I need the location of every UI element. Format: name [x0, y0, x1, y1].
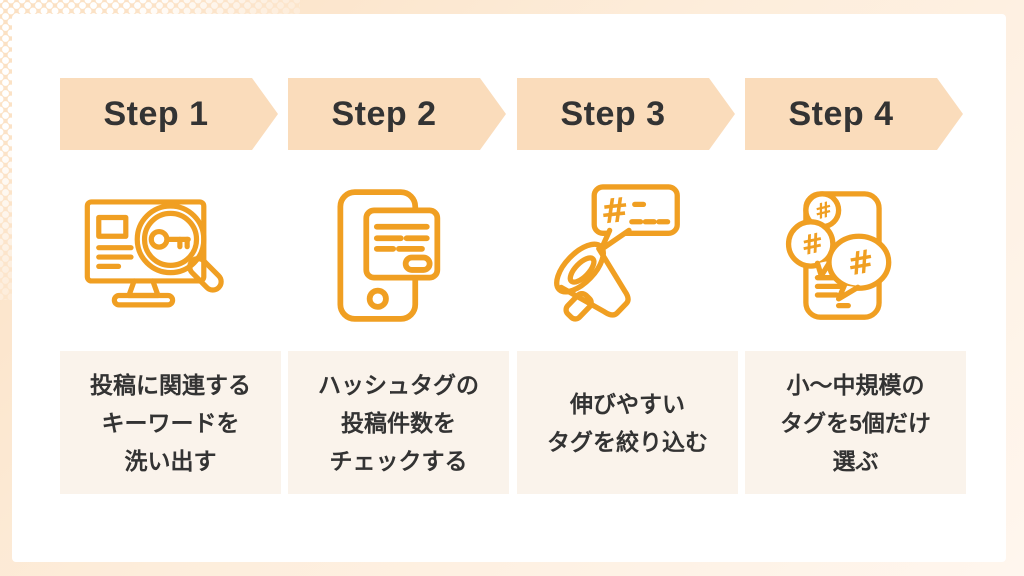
hashtag-glyph-small: # [812, 195, 835, 224]
step-1-description: 投稿に関連する キーワードを 洗い出す [90, 371, 251, 474]
step-1-icon-wrap [60, 172, 254, 340]
step-4-column: Step 4 # # # [745, 14, 966, 562]
step-4-arrow: Step 4 [745, 78, 963, 150]
search-box-shape [96, 214, 129, 239]
monitor-keyword-search-icon [84, 199, 224, 308]
step-4-icon-wrap: # # # [745, 172, 939, 340]
smartphone-post-count-icon [337, 188, 441, 322]
monitor-base [111, 292, 176, 308]
step-3-label: Step 3 [560, 94, 666, 133]
magnifier-lens [141, 210, 200, 268]
step-4-description: 小〜中規模の タグを5個だけ 選ぶ [780, 371, 931, 474]
magnifier-handle [187, 256, 224, 293]
step-3-column: Step 3 # [517, 14, 738, 562]
magnifier-outer-ring [134, 203, 207, 276]
post-count-pill [402, 254, 433, 273]
content-panel: Step 1 [12, 14, 1006, 562]
monitor-keyword-search-strokes [84, 199, 224, 308]
hashtag-glyph: # [599, 190, 631, 232]
hashtag-glyph-large: # [845, 243, 877, 283]
megaphone-cone [558, 245, 631, 318]
megaphone-mouth-outer [554, 241, 606, 295]
megaphone-hashtag-strokes [554, 184, 680, 322]
step-2-icon-wrap [288, 172, 482, 340]
bubble-large-tail [835, 282, 861, 302]
step-3-icon-wrap: # [517, 172, 711, 340]
phone-home-button [366, 287, 389, 310]
step-3-description: 伸びやすい タグを絞り込む [547, 390, 708, 455]
smartphone-hashtag-bubbles-icon: # # # [785, 190, 892, 320]
megaphone-mouth-inner [567, 255, 597, 285]
step-2-label: Step 2 [331, 94, 437, 133]
step-2-description: ハッシュタグの 投稿件数を チェックする [318, 371, 479, 474]
key-head [148, 228, 170, 250]
step-1-arrow: Step 1 [60, 78, 278, 150]
megaphone [554, 241, 631, 322]
smartphone-post-count-strokes [337, 188, 441, 322]
step-3-arrow: Step 3 [517, 78, 735, 150]
step-3-description-box: 伸びやすい タグを絞り込む [517, 351, 738, 494]
step-4-description-box: 小〜中規模の タグを5個だけ 選ぶ [745, 351, 966, 494]
step-2-description-box: ハッシュタグの 投稿件数を チェックする [288, 351, 509, 494]
hashtag-bubble-left [785, 218, 836, 269]
megaphone-handle [563, 290, 594, 322]
step-2-arrow: Step 2 [288, 78, 506, 150]
step-2-column: Step 2 ハッシュタグの 投稿件数を チェックする [288, 14, 509, 562]
step-4-label: Step 4 [788, 94, 894, 133]
megaphone-hashtag-icon: # [554, 184, 680, 322]
step-1-description-box: 投稿に関連する キーワードを 洗い出す [60, 351, 281, 494]
smartphone-hashtag-strokes [785, 190, 892, 320]
step-1-column: Step 1 [60, 14, 281, 562]
step-1-label: Step 1 [103, 94, 209, 133]
